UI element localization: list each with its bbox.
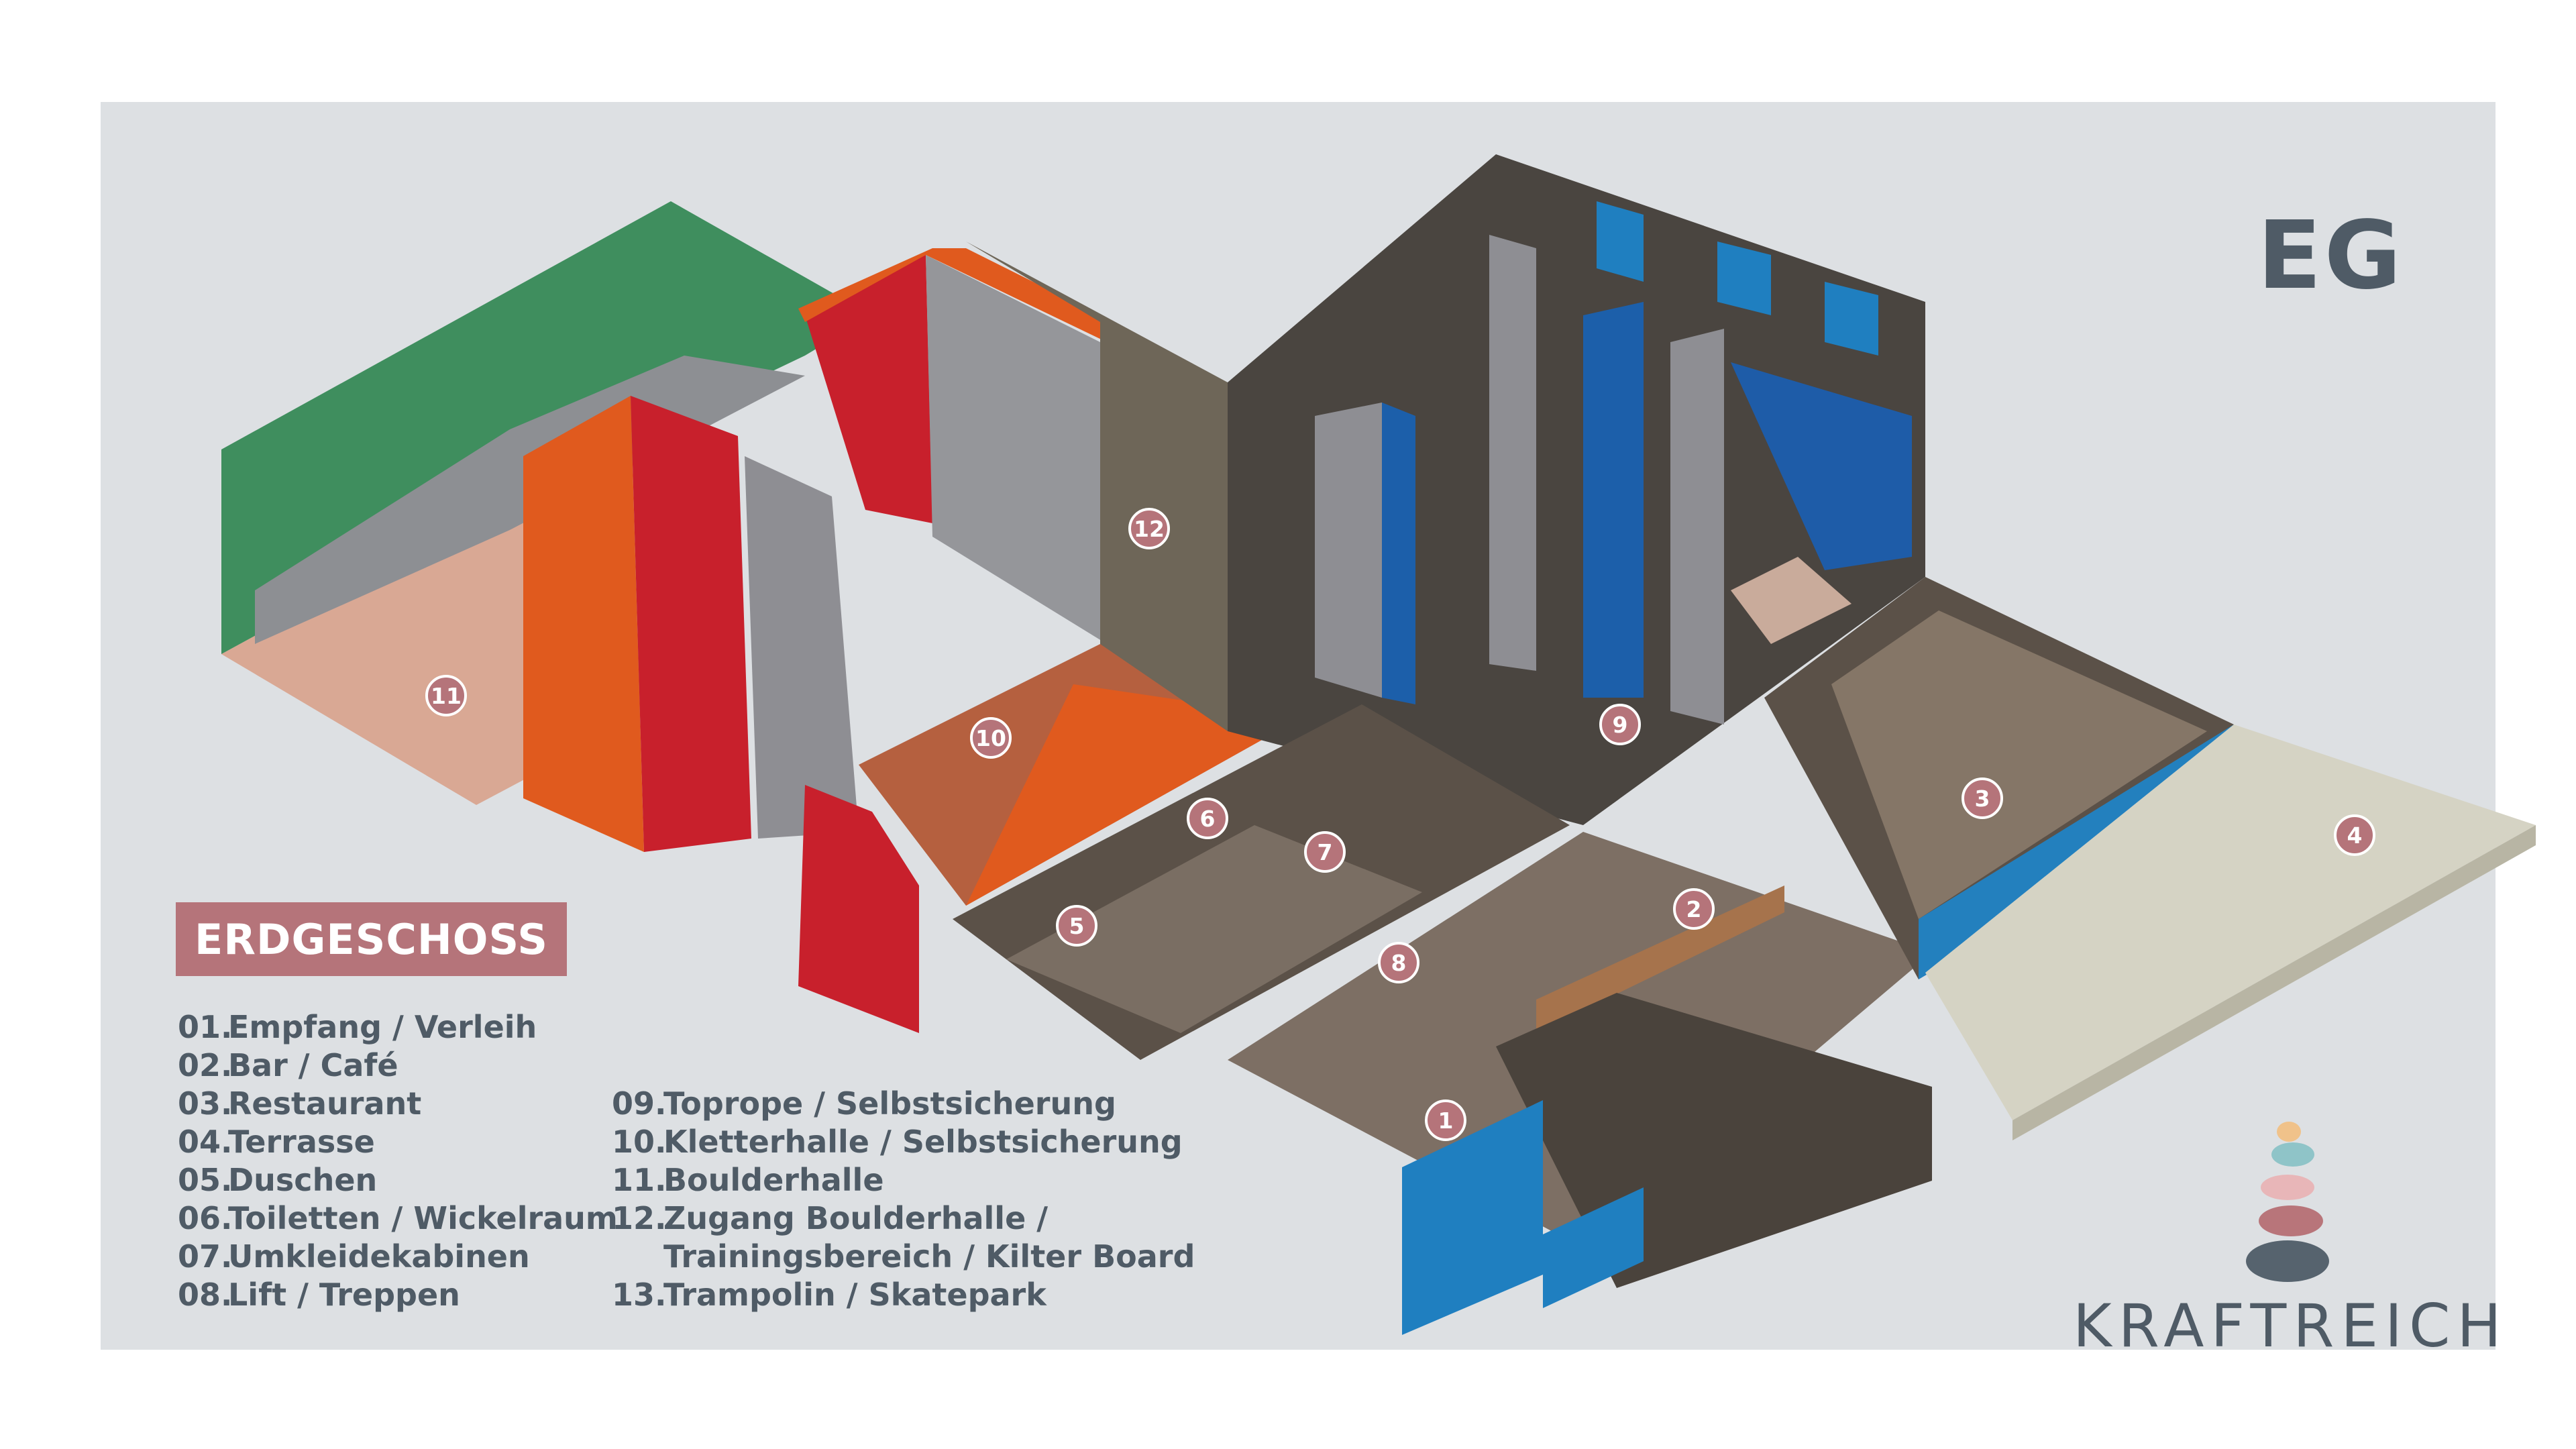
service-floor-1 xyxy=(1006,825,1422,1033)
lead-wall-grey-2 xyxy=(926,255,1107,644)
legend-item: 09.Toprope / Selbstsicherung xyxy=(612,1085,1116,1122)
legend-item: 02.Bar / Café xyxy=(178,1047,398,1083)
trampoline-floor xyxy=(1731,557,1851,644)
area-marker-1[interactable]: 1 xyxy=(1425,1099,1466,1141)
kraftreich-logo-icon xyxy=(2246,1122,2329,1282)
terrasse-floor xyxy=(1925,724,2536,1120)
area-marker-11[interactable]: 11 xyxy=(425,675,467,716)
area-marker-3[interactable]: 3 xyxy=(1962,777,2003,819)
back-wall-12 xyxy=(966,241,1228,731)
brand-wordmark: KRAFTREICH xyxy=(2073,1291,2508,1360)
toprope-column-grey-1 xyxy=(1315,402,1382,698)
entrance-glass-2 xyxy=(1543,1187,1644,1308)
lead-wall-orange-front xyxy=(966,684,1301,906)
legend-item: 05.Duschen xyxy=(178,1162,378,1198)
legend-item: 06.Toiletten / Wickelraum xyxy=(178,1200,618,1236)
legend-item: 08.Lift / Treppen xyxy=(178,1277,460,1313)
toprope-column-blue-2 xyxy=(1583,302,1644,698)
lead-wall-grey-1 xyxy=(745,456,859,839)
legend-item: Trainingsbereich / Kilter Board xyxy=(663,1238,1195,1275)
toprope-overhang-blue xyxy=(1731,362,1912,570)
lead-wall-red-2 xyxy=(805,255,932,523)
restaurant-floor xyxy=(1831,610,2207,919)
area-marker-9[interactable]: 9 xyxy=(1599,704,1641,745)
bar-counter xyxy=(1536,885,1784,1033)
lead-wall-red-1 xyxy=(631,396,751,852)
area-marker-10[interactable]: 10 xyxy=(970,717,1012,759)
legend-item: 13.Trampolin / Skatepark xyxy=(612,1277,1046,1313)
lead-wall-orange-top xyxy=(798,248,1107,342)
area-marker-8[interactable]: 8 xyxy=(1378,942,1419,983)
legend-item: 10.Kletterhalle / Selbstsicherung xyxy=(612,1124,1183,1160)
area-marker-5[interactable]: 5 xyxy=(1056,905,1097,947)
area-marker-12[interactable]: 12 xyxy=(1128,508,1170,549)
toprope-column-blue-1 xyxy=(1382,402,1415,704)
legend-item: 04.Terrasse xyxy=(178,1124,375,1160)
area-marker-6[interactable]: 6 xyxy=(1187,798,1228,839)
legend-item: 03.Restaurant xyxy=(178,1085,422,1122)
area-marker-4[interactable]: 4 xyxy=(2334,814,2375,856)
legend-right: 09.Toprope / Selbstsicherung 10.Kletterh… xyxy=(612,1085,1195,1314)
legend-item: 01.Empfang / Verleih xyxy=(178,1009,537,1045)
terrasse-edge xyxy=(2012,825,2536,1140)
lead-wall-orange-left xyxy=(523,396,644,852)
window-1 xyxy=(1597,201,1644,282)
legend-item: 07.Umkleidekabinen xyxy=(178,1238,530,1275)
entrance-glass xyxy=(1402,1100,1543,1335)
floor-title-badge: ERDGESCHOSS xyxy=(176,902,567,976)
floor-label: EG xyxy=(2257,201,2404,311)
legend-left: 01.Empfang / Verleih 02.Bar / Café 03.Re… xyxy=(178,1008,618,1314)
window-2 xyxy=(1717,241,1771,315)
area-marker-2[interactable]: 2 xyxy=(1673,888,1715,930)
toprope-column-grey-3 xyxy=(1670,329,1724,724)
window-3 xyxy=(1825,282,1878,356)
toprope-column-grey-2 xyxy=(1489,235,1536,671)
legend-item: 11.Boulderhalle xyxy=(612,1162,884,1198)
legend-item: 12.Zugang Boulderhalle / xyxy=(612,1200,1049,1236)
area-marker-7[interactable]: 7 xyxy=(1304,831,1346,873)
lead-wall-red-front xyxy=(798,785,919,1033)
